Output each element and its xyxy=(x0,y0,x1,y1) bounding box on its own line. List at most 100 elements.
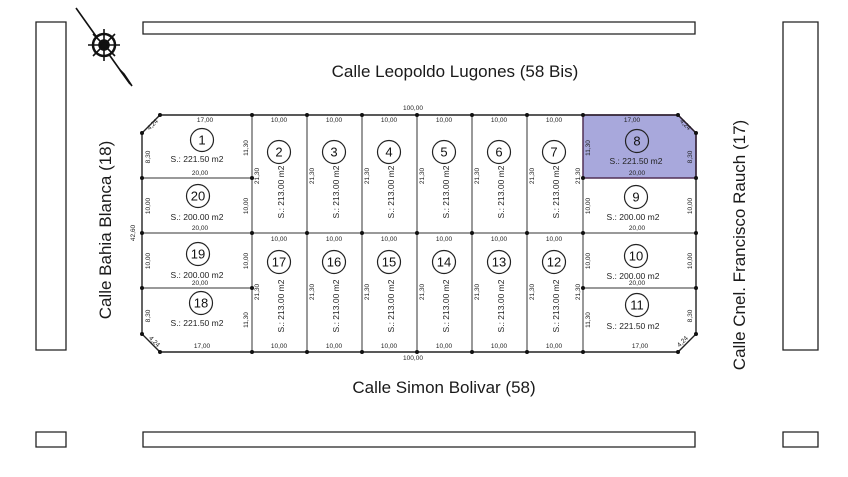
lot-16[interactable]: 16S.: 213.00 m2 xyxy=(321,249,347,333)
lot-13[interactable]: 13S.: 213.00 m2 xyxy=(486,249,512,333)
survey-marker xyxy=(250,286,254,290)
lot-area: S.: 213.00 m2 xyxy=(331,279,341,332)
middle-dimension-labels: 10,00 10,00 10,00 10,00 10,00 10,00 10,00 10,00… xyxy=(254,117,582,350)
survey-marker xyxy=(415,350,419,354)
survey-marker xyxy=(415,113,419,117)
survey-markers xyxy=(140,113,698,354)
lot-number-circle xyxy=(376,249,402,275)
survey-marker xyxy=(694,231,698,235)
dim-lot-depth: 21,30 xyxy=(309,283,316,300)
dim-lot-width: 10,00 xyxy=(271,117,288,124)
dim-lot-depth: 21,30 xyxy=(364,283,371,300)
survey-marker xyxy=(470,231,474,235)
lot-6[interactable]: 6S.: 213.00 m2 xyxy=(486,139,512,219)
lot-19[interactable]: 19S.: 200.00 m2 xyxy=(171,241,224,281)
lot-area: S.: 200.00 m2 xyxy=(607,212,660,222)
lot-number-circle xyxy=(189,127,215,153)
lot-area: S.: 200.00 m2 xyxy=(607,271,660,281)
lot-number: 4 xyxy=(385,145,392,160)
lot-area: S.: 213.00 m2 xyxy=(441,279,451,332)
lot-5[interactable]: 5S.: 213.00 m2 xyxy=(431,139,457,219)
survey-marker xyxy=(305,113,309,117)
lot-11[interactable]: 11S.: 221.50 m2 xyxy=(607,292,660,332)
lot-15[interactable]: 15S.: 213.00 m2 xyxy=(376,249,402,333)
dim-lot20-back: 20,00 xyxy=(192,225,209,232)
dim-lot18-inner: 11,30 xyxy=(243,312,250,328)
lot-7[interactable]: 7S.: 213.00 m2 xyxy=(541,139,567,219)
survey-marker xyxy=(250,350,254,354)
dim-lot-width: 10,00 xyxy=(546,236,563,243)
lot-number: 12 xyxy=(547,255,561,270)
dim-lot-depth: 21,30 xyxy=(419,283,426,300)
lot-area: S.: 213.00 m2 xyxy=(441,165,451,218)
street-bottom-label: Calle Simon Bolivar (58) xyxy=(352,378,535,397)
lot-18[interactable]: 18S.: 221.50 m2 xyxy=(171,290,224,329)
lot-number-circle xyxy=(623,243,649,269)
dim-lot-width: 10,00 xyxy=(491,117,508,124)
survey-marker xyxy=(250,176,254,180)
dim-block-width-bottom: 100,00 xyxy=(403,355,423,362)
survey-marker xyxy=(694,286,698,290)
survey-marker xyxy=(360,231,364,235)
lot-area: S.: 221.50 m2 xyxy=(171,154,224,164)
lot-number: 16 xyxy=(327,255,341,270)
lot-number-circle xyxy=(624,292,650,318)
lot-number-circle xyxy=(185,183,211,209)
lot-number-circle xyxy=(431,249,457,275)
survey-marker xyxy=(581,113,585,117)
dim-lot-width: 10,00 xyxy=(546,117,563,124)
dim-block-width-top: 100,00 xyxy=(403,105,423,112)
dim-lot-width: 10,00 xyxy=(326,117,343,124)
dim-lot19-inner: 10,00 xyxy=(243,252,250,269)
dim-lot-width: 10,00 xyxy=(326,343,343,350)
dim-lot-depth: 21,30 xyxy=(364,167,371,184)
lot-number-circle xyxy=(266,249,292,275)
lot-8[interactable]: 8S.: 221.50 m2 xyxy=(610,128,663,167)
lot-1[interactable]: 1S.: 221.50 m2 xyxy=(171,127,224,165)
dim-lot10-inner: 10,00 xyxy=(585,252,592,269)
lot-9[interactable]: 9S.: 200.00 m2 xyxy=(607,184,660,223)
dim-lot1-back: 20,00 xyxy=(192,170,209,177)
dim-lot20-depth: 10,00 xyxy=(145,197,152,214)
dim-lot-depth: 21,30 xyxy=(474,167,481,184)
survey-marker xyxy=(581,231,585,235)
dim-lot-depth: 21,30 xyxy=(309,167,316,184)
dim-lot-width: 10,00 xyxy=(436,117,453,124)
lot-area: S.: 213.00 m2 xyxy=(386,165,396,218)
lot-number: 20 xyxy=(191,189,205,204)
survey-marker xyxy=(360,350,364,354)
dim-lot19-back: 20,00 xyxy=(192,280,209,287)
lot-14[interactable]: 14S.: 213.00 m2 xyxy=(431,249,457,333)
lot-number-circle xyxy=(321,139,347,165)
lot-20[interactable]: 20S.: 200.00 m2 xyxy=(171,183,224,223)
survey-marker xyxy=(525,113,529,117)
lot-number: 19 xyxy=(191,247,205,262)
street-left-label: Calle Bahia Blanca (18) xyxy=(96,141,115,320)
lot-area: S.: 213.00 m2 xyxy=(331,165,341,218)
dim-lot8-front: 17,00 xyxy=(624,117,641,124)
lot-17[interactable]: 17S.: 213.00 m2 xyxy=(266,249,292,333)
lot-number: 11 xyxy=(630,298,644,313)
lot-12[interactable]: 12S.: 213.00 m2 xyxy=(541,249,567,333)
dim-lot-depth: 21,30 xyxy=(575,167,582,184)
dim-lot8-depth: 8,30 xyxy=(687,150,694,163)
survey-marker xyxy=(415,231,419,235)
dim-lot-width: 10,00 xyxy=(436,236,453,243)
lot-4[interactable]: 4S.: 213.00 m2 xyxy=(376,139,402,219)
survey-marker xyxy=(525,231,529,235)
survey-marker xyxy=(250,113,254,117)
survey-marker xyxy=(676,350,680,354)
dim-lot-width: 10,00 xyxy=(491,343,508,350)
lot-area: S.: 200.00 m2 xyxy=(171,270,224,280)
dim-lot11-inner: 11,30 xyxy=(585,312,592,328)
lot-number-circle xyxy=(321,249,347,275)
dim-lot10-depth: 10,00 xyxy=(687,252,694,269)
lot-number: 14 xyxy=(437,255,451,270)
lot-2[interactable]: 2S.: 213.00 m2 xyxy=(266,139,292,219)
street-top-label: Calle Leopoldo Lugones (58 Bis) xyxy=(332,62,579,81)
survey-marker xyxy=(140,176,144,180)
lot-10[interactable]: 10S.: 200.00 m2 xyxy=(607,243,660,282)
survey-marker xyxy=(694,332,698,336)
lot-number: 17 xyxy=(272,255,286,270)
lot-3[interactable]: 3S.: 213.00 m2 xyxy=(321,139,347,219)
